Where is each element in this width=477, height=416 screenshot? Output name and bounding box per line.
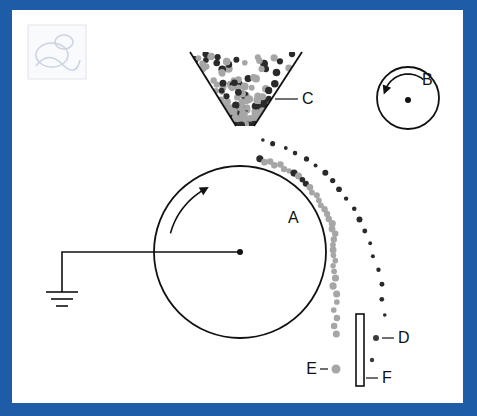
part-letter: B xyxy=(422,72,433,88)
part-letter: A xyxy=(288,210,299,226)
part-letter: E xyxy=(306,361,317,377)
part-letter: F xyxy=(382,370,392,386)
hopper xyxy=(190,51,302,131)
part-letter: C xyxy=(302,91,314,107)
part-letter: D xyxy=(398,330,410,346)
roller-circle: B xyxy=(376,66,440,130)
drum-circle: A xyxy=(153,165,327,339)
rotation-arrows xyxy=(170,74,423,233)
logo xyxy=(28,25,86,79)
ground-wire xyxy=(46,252,240,306)
circle-outline xyxy=(153,165,327,339)
splitter-plate xyxy=(356,314,364,386)
